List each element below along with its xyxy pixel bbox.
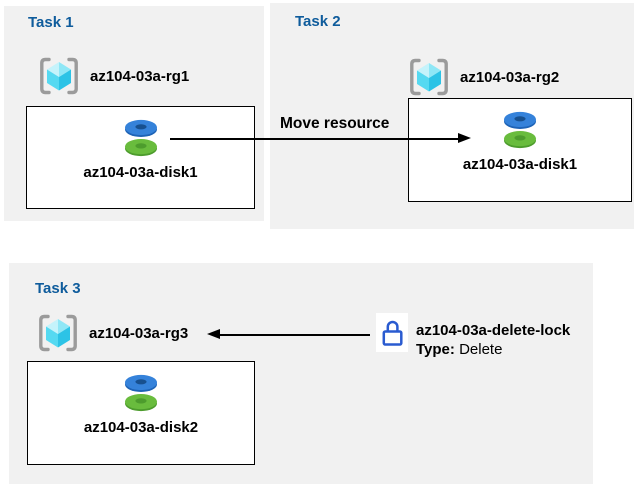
resource-group-label: az104-03a-rg3 bbox=[89, 324, 189, 342]
task3-resource-box: az104-03a-disk2 bbox=[27, 361, 255, 465]
task3-resource-group: az104-03a-rg3 bbox=[37, 313, 188, 353]
task3-panel: Task 3 az104-03a-rg3 az104-03a-disk2 bbox=[9, 263, 593, 484]
move-arrow-line bbox=[170, 138, 459, 140]
lock-type-value: Delete bbox=[454, 341, 503, 358]
resource-group-label: az104-03a-rg2 bbox=[460, 68, 560, 86]
task1-title: Task 1 bbox=[28, 14, 74, 31]
lock-name: az104-03a-delete-lock bbox=[416, 322, 571, 339]
lock-annotation: az104-03a-delete-lock Type: Delete bbox=[416, 321, 570, 359]
task3-title: Task 3 bbox=[35, 280, 81, 297]
disk-label: az104-03a-disk2 bbox=[83, 419, 199, 436]
lock-arrow-line bbox=[219, 334, 370, 336]
task2-title: Task 2 bbox=[295, 13, 341, 30]
resource-group-icon bbox=[410, 58, 448, 96]
disk-icon bbox=[125, 374, 157, 412]
lock-type: Type: Delete bbox=[416, 340, 570, 359]
lock-chip bbox=[376, 313, 408, 352]
move-arrow-label: Move resource bbox=[280, 115, 390, 132]
task2-resource-box: az104-03a-disk1 bbox=[408, 98, 632, 202]
move-arrow-head-icon bbox=[458, 133, 471, 143]
task2-resource-group: az104-03a-rg2 bbox=[408, 57, 559, 97]
lock-type-label: Type: bbox=[416, 341, 455, 358]
resource-group-label: az104-03a-rg1 bbox=[90, 67, 190, 85]
resource-group-icon bbox=[39, 314, 77, 352]
task1-resource-box: az104-03a-disk1 bbox=[26, 106, 255, 209]
lock-arrow-head-icon bbox=[207, 329, 220, 339]
task2-panel: Task 2 az104-03a-rg2 az104-03a-disk1 bbox=[270, 3, 634, 229]
disk-label: az104-03a-disk1 bbox=[462, 156, 578, 173]
disk-label: az104-03a-disk1 bbox=[83, 164, 198, 181]
disk-icon bbox=[504, 111, 536, 149]
task1-panel: Task 1 az104-03a-rg1 az104-03a-disk1 bbox=[4, 6, 264, 221]
resource-group-icon bbox=[40, 57, 78, 95]
lock-icon bbox=[382, 320, 403, 346]
disk-icon bbox=[124, 119, 157, 157]
task1-resource-group: az104-03a-rg1 bbox=[38, 56, 189, 96]
